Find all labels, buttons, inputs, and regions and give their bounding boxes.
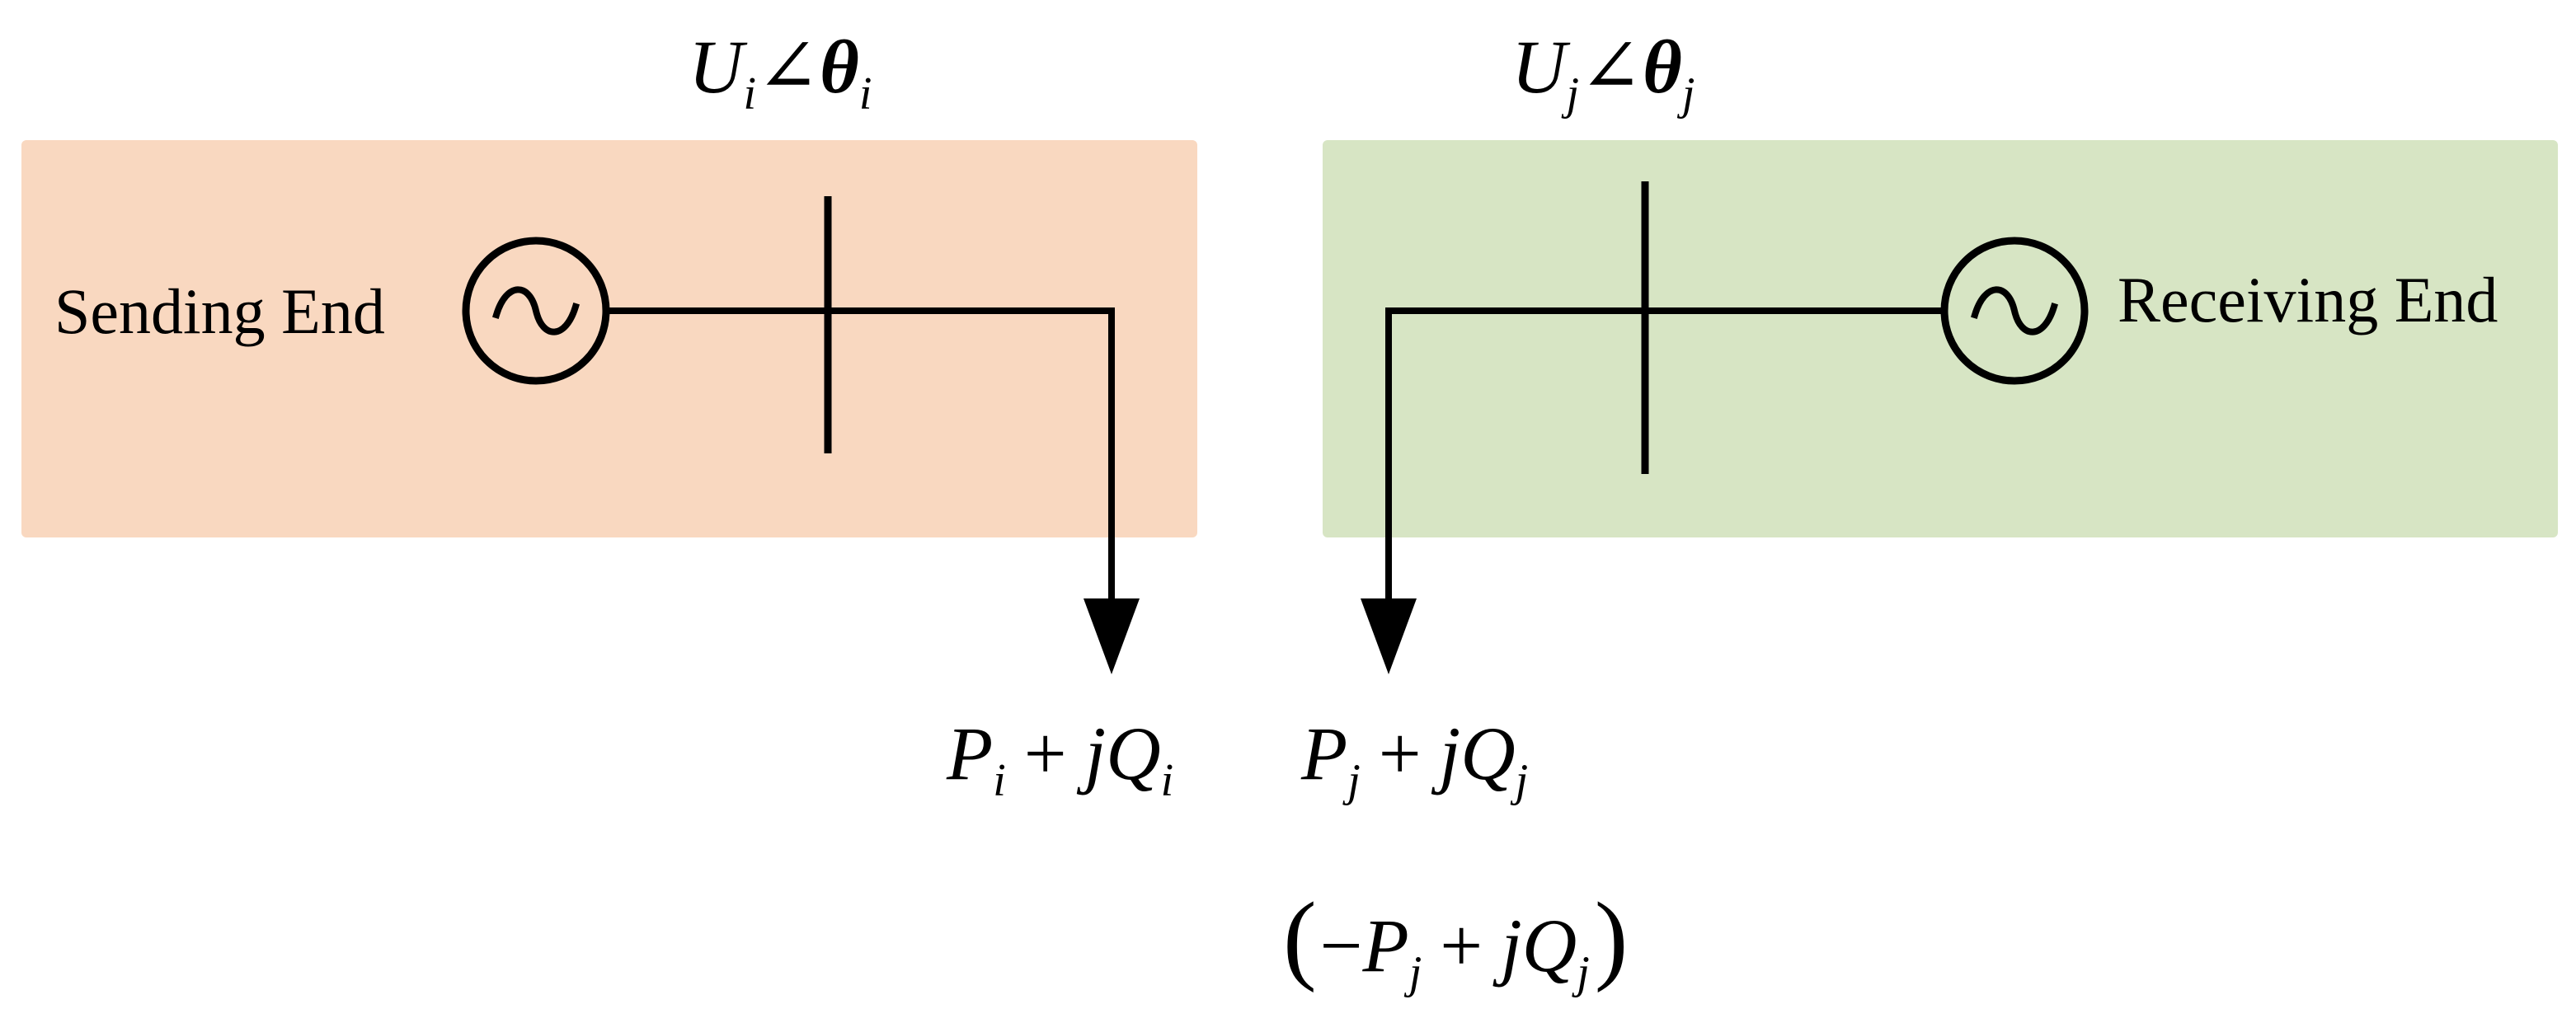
sending-voltage-sub: i bbox=[743, 68, 756, 120]
receiving-angle-var: θ bbox=[1643, 25, 1682, 109]
alt-flow-op: + bbox=[1440, 903, 1483, 988]
arrow-down-icon bbox=[1084, 598, 1140, 674]
sending-flow-p-sub: i bbox=[993, 755, 1006, 806]
sending-voltage-label: Ui∠θi bbox=[689, 25, 872, 120]
receiving-end-label: Receiving End bbox=[2118, 264, 2498, 336]
alt-flow-open: ( bbox=[1283, 882, 1317, 993]
alt-flow-q-sub: j bbox=[1572, 947, 1590, 998]
receiving-flow-p: P bbox=[1300, 711, 1347, 795]
receiving-voltage-label: Uj∠θj bbox=[1511, 25, 1695, 120]
ac-source-icon bbox=[462, 237, 610, 385]
sending-flow-j: j bbox=[1077, 711, 1107, 795]
receiving-line bbox=[1385, 307, 1948, 613]
sending-flow-q-sub: i bbox=[1161, 755, 1174, 806]
alt-flow-q: Q bbox=[1522, 903, 1577, 988]
alt-flow-p-sub: j bbox=[1404, 947, 1422, 998]
receiving-flow-op: + bbox=[1379, 711, 1422, 795]
sending-angle-sub: i bbox=[859, 68, 872, 120]
sending-angle-sym: ∠ bbox=[756, 25, 820, 109]
alt-flow-p: P bbox=[1362, 903, 1409, 988]
sending-flow-q: Q bbox=[1106, 711, 1160, 795]
receiving-flow-p-sub: j bbox=[1342, 755, 1361, 806]
sending-flow-p: P bbox=[946, 711, 993, 795]
receiving-flow-label: Pj+jQj bbox=[1300, 711, 1528, 806]
receiving-voltage-sub: j bbox=[1561, 68, 1579, 120]
ac-source-icon bbox=[1940, 237, 2089, 385]
receiving-flow-q-sub: j bbox=[1511, 755, 1529, 806]
receiving-voltage-var: U bbox=[1511, 25, 1571, 109]
alt-flow-minus: − bbox=[1320, 903, 1363, 988]
sending-end-label: Sending End bbox=[54, 275, 385, 347]
arrow-down-icon bbox=[1361, 598, 1417, 674]
alt-flow-j: j bbox=[1492, 903, 1522, 988]
receiving-angle-sym: ∠ bbox=[1579, 25, 1643, 109]
sending-end-region bbox=[21, 140, 1197, 537]
sending-angle-var: θ bbox=[820, 25, 859, 109]
receiving-flow-q: Q bbox=[1460, 711, 1515, 795]
sending-flow-op: + bbox=[1024, 711, 1067, 795]
receiving-flow-j: j bbox=[1431, 711, 1461, 795]
sending-line bbox=[603, 307, 1115, 613]
receiving-alt-flow-label: (−Pj+jQj) bbox=[1283, 882, 1628, 998]
sending-flow-label: Pi +jQi bbox=[946, 711, 1173, 806]
sending-voltage-var: U bbox=[689, 25, 748, 109]
receiving-end-region bbox=[1323, 140, 2558, 537]
receiving-angle-sub: j bbox=[1677, 68, 1695, 120]
alt-flow-close: ) bbox=[1595, 882, 1629, 993]
